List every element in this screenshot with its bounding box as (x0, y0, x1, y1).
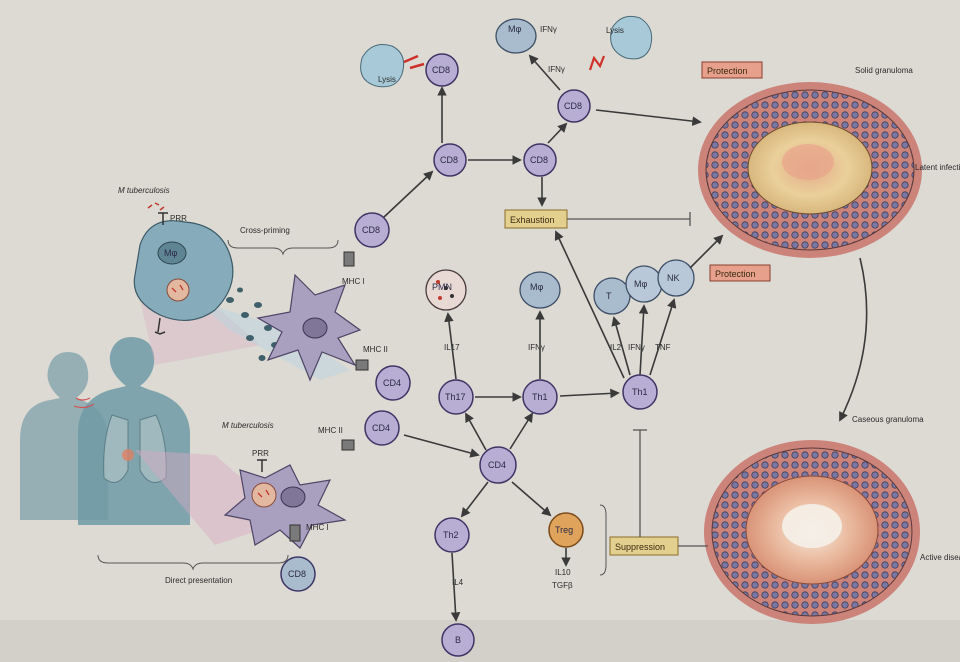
svg-text:NK: NK (667, 273, 680, 283)
svg-text:Th17: Th17 (445, 392, 466, 402)
macrophage-top: Mφ (496, 19, 536, 53)
neutrophil-cell: PMN (426, 270, 466, 310)
svg-text:Mφ: Mφ (634, 279, 647, 289)
direct-presentation-label: Direct presentation (165, 576, 232, 585)
svg-text:Th2: Th2 (443, 530, 459, 540)
ifn-gamma-label-mid: IFNγ (528, 343, 545, 352)
lysis-label-right: Lysis (606, 26, 624, 35)
mhc-ii-connector-mid (342, 440, 354, 450)
macrophage-mid: Mφ (520, 272, 560, 308)
latent-infection-label: Latent infection (915, 163, 960, 172)
active-disease-label: Active disease (920, 553, 960, 562)
lysis-label-left: Lysis (378, 75, 396, 84)
mhc-i-label-bottom: MHC I (306, 523, 329, 532)
svg-text:Treg: Treg (555, 525, 573, 535)
svg-text:Exhaustion: Exhaustion (510, 215, 555, 225)
svg-text:CD8: CD8 (440, 155, 458, 165)
cd8-cell-mid: CD8 (434, 144, 466, 176)
svg-text:Th1: Th1 (532, 392, 548, 402)
cd4-center-cell: CD4 (480, 447, 516, 483)
svg-text:B: B (455, 635, 461, 645)
suppression-box: Suppression (610, 537, 678, 555)
il10-label: IL10 (555, 568, 571, 577)
cd4-cell-a: CD4 (376, 366, 410, 400)
macrophage-label: Mφ (164, 248, 177, 258)
svg-text:CD4: CD4 (372, 423, 390, 433)
mhc-ii-label-top: MHC II (363, 345, 388, 354)
svg-text:PMN: PMN (432, 282, 452, 292)
tgfb-label: TGFβ (552, 581, 573, 590)
treg-cell: Treg (549, 513, 583, 547)
svg-text:CD8: CD8 (564, 101, 582, 111)
ifn-gamma-label-top2: IFNγ (548, 65, 565, 74)
svg-text:Protection: Protection (715, 269, 756, 279)
m-tuberculosis-label-top: M tuberculosis (118, 186, 170, 195)
svg-text:Mφ: Mφ (530, 282, 543, 292)
svg-text:CD8: CD8 (432, 65, 450, 75)
svg-text:Protection: Protection (707, 66, 748, 76)
protection-box-mid: Protection (710, 265, 770, 281)
svg-text:Mφ: Mφ (508, 24, 521, 34)
lysed-cell-right (611, 16, 652, 59)
svg-text:Suppression: Suppression (615, 542, 665, 552)
svg-text:T: T (606, 291, 612, 301)
prr-label-bottom: PRR (252, 449, 269, 458)
th1-memory-cell: Th1 (623, 375, 657, 409)
caseous-granuloma (704, 440, 920, 624)
prr-label-top: PRR (170, 214, 187, 223)
svg-text:CD8: CD8 (530, 155, 548, 165)
svg-text:Th1: Th1 (632, 387, 648, 397)
infection-focus (122, 449, 134, 461)
cd8-effector: CD8 (558, 90, 590, 122)
th2-cell: Th2 (435, 518, 469, 552)
protection-box-top: Protection (702, 62, 762, 78)
th17-cell: Th17 (439, 380, 473, 414)
solid-granuloma-label: Solid granuloma (855, 66, 913, 75)
svg-text:CD4: CD4 (488, 460, 506, 470)
svg-text:CD4: CD4 (383, 378, 401, 388)
svg-text:CD8: CD8 (288, 569, 306, 579)
th1-cell: Th1 (523, 380, 557, 414)
cd8-cell-right: CD8 (524, 144, 556, 176)
mhc-ii-label-mid: MHC II (318, 426, 343, 435)
caseous-granuloma-label: Caseous granuloma (852, 415, 924, 424)
bottom-shadow (0, 620, 960, 662)
solid-granuloma (698, 82, 922, 258)
cd8-cell-top: CD8 (355, 213, 389, 247)
mhc-i-connector-bottom (290, 525, 300, 541)
cd8-ctl-left: CD8 (426, 54, 458, 86)
cd4-cell-b: CD4 (365, 411, 399, 445)
svg-text:CD8: CD8 (362, 225, 380, 235)
ifn-gamma-label-top: IFNγ (540, 25, 557, 34)
cross-priming-label: Cross-priming (240, 226, 290, 235)
mhc-i-label-top: MHC I (342, 277, 365, 286)
cd8-cell-bottom: CD8 (281, 557, 315, 591)
exhaustion-box: Exhaustion (505, 210, 567, 228)
m-tuberculosis-label-bottom: M tuberculosis (222, 421, 274, 430)
b-cell: B (442, 624, 474, 656)
mhc-ii-connector-top (356, 360, 368, 370)
mhc-i-connector-top (344, 252, 354, 266)
